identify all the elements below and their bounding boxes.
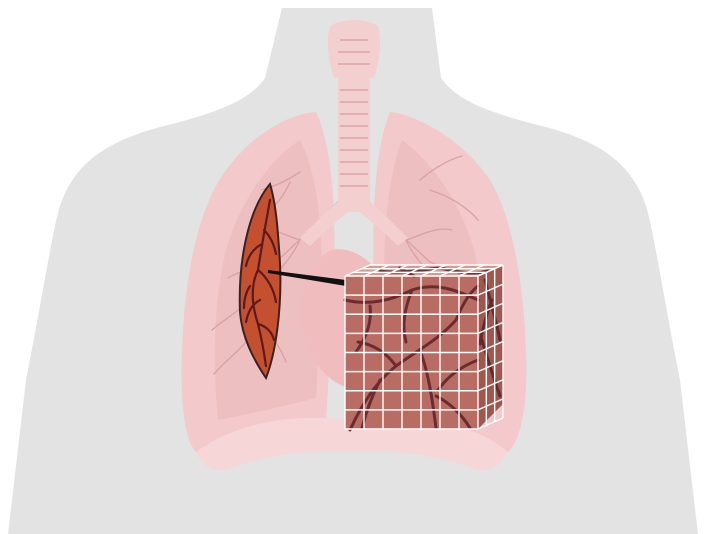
tissue-cube — [345, 265, 503, 430]
larynx — [328, 20, 380, 78]
